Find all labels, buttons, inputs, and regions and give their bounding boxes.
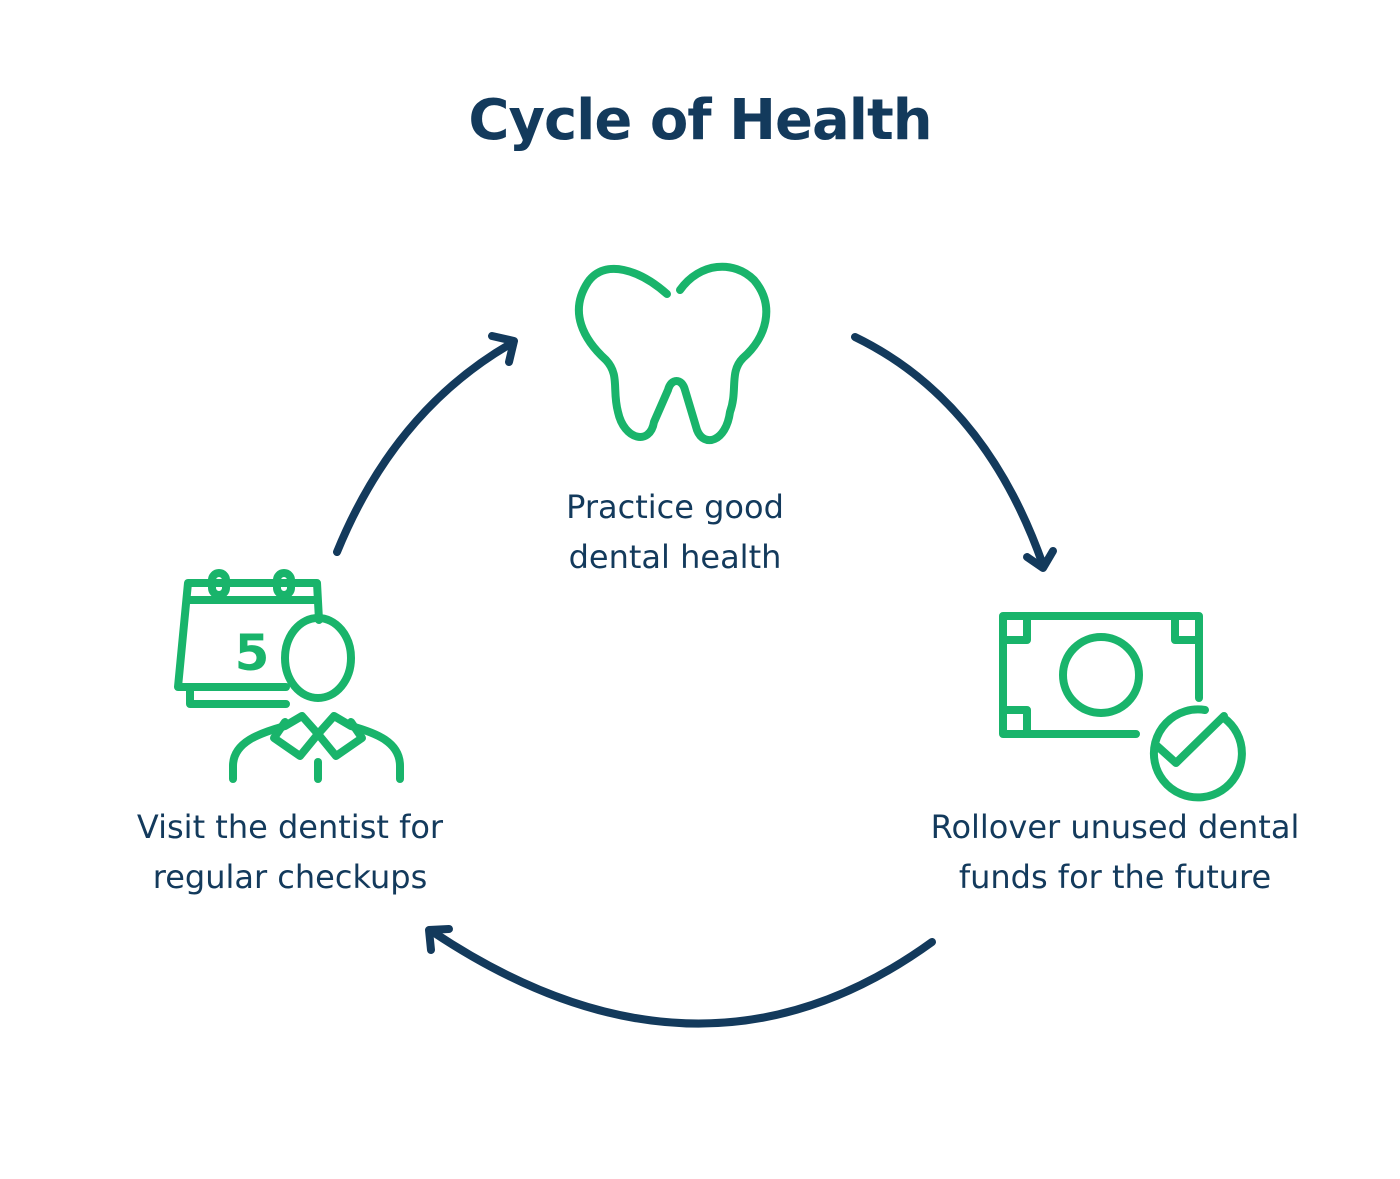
diagram-title: Cycle of Health: [468, 88, 932, 153]
step-label-practice: Practice good dental health: [475, 482, 875, 582]
check-mark: [1152, 712, 1228, 767]
cycle-arrows: [333, 332, 1057, 1028]
person-head: [281, 614, 355, 702]
bill-corner-tl: [999, 612, 1031, 644]
calendar-ring-left: [208, 569, 230, 599]
bill-coin: [1059, 633, 1143, 717]
step-label-line: dental health: [568, 538, 782, 576]
step-label-line: Visit the dentist for: [136, 808, 444, 846]
calendar-dentist-icon: [174, 569, 404, 783]
calendar-body: [174, 579, 323, 691]
step-label-rollover: Rollover unused dental funds for the fut…: [905, 802, 1325, 902]
person-collar-left: [270, 718, 322, 760]
arrowhead-top-to-right: [1023, 547, 1057, 572]
arrowhead-left-to-top: [488, 332, 518, 366]
person-collar-right: [314, 718, 366, 760]
step-label-line: Rollover unused dental: [930, 808, 1300, 846]
step-label-visit: Visit the dentist for regular checkups: [90, 802, 490, 902]
bill-corner-tr: [1171, 612, 1203, 644]
calendar-ring-right: [273, 569, 295, 599]
arrow-top-to-right: [851, 333, 1047, 569]
arrow-left-to-top: [333, 339, 516, 556]
check-circle: [1149, 705, 1246, 802]
step-label-line: regular checkups: [152, 858, 428, 896]
calendar-day-number: 5: [235, 624, 270, 682]
calendar-back: [186, 684, 290, 708]
arrowhead-right-to-left: [425, 925, 453, 954]
step-label-line: Practice good: [566, 488, 784, 526]
arrow-right-to-left: [429, 928, 936, 1028]
money-check-icon: [999, 612, 1246, 802]
step-label-line: funds for the future: [958, 858, 1272, 896]
bill-corner-bl: [999, 706, 1031, 738]
tooth-icon: [574, 262, 771, 444]
